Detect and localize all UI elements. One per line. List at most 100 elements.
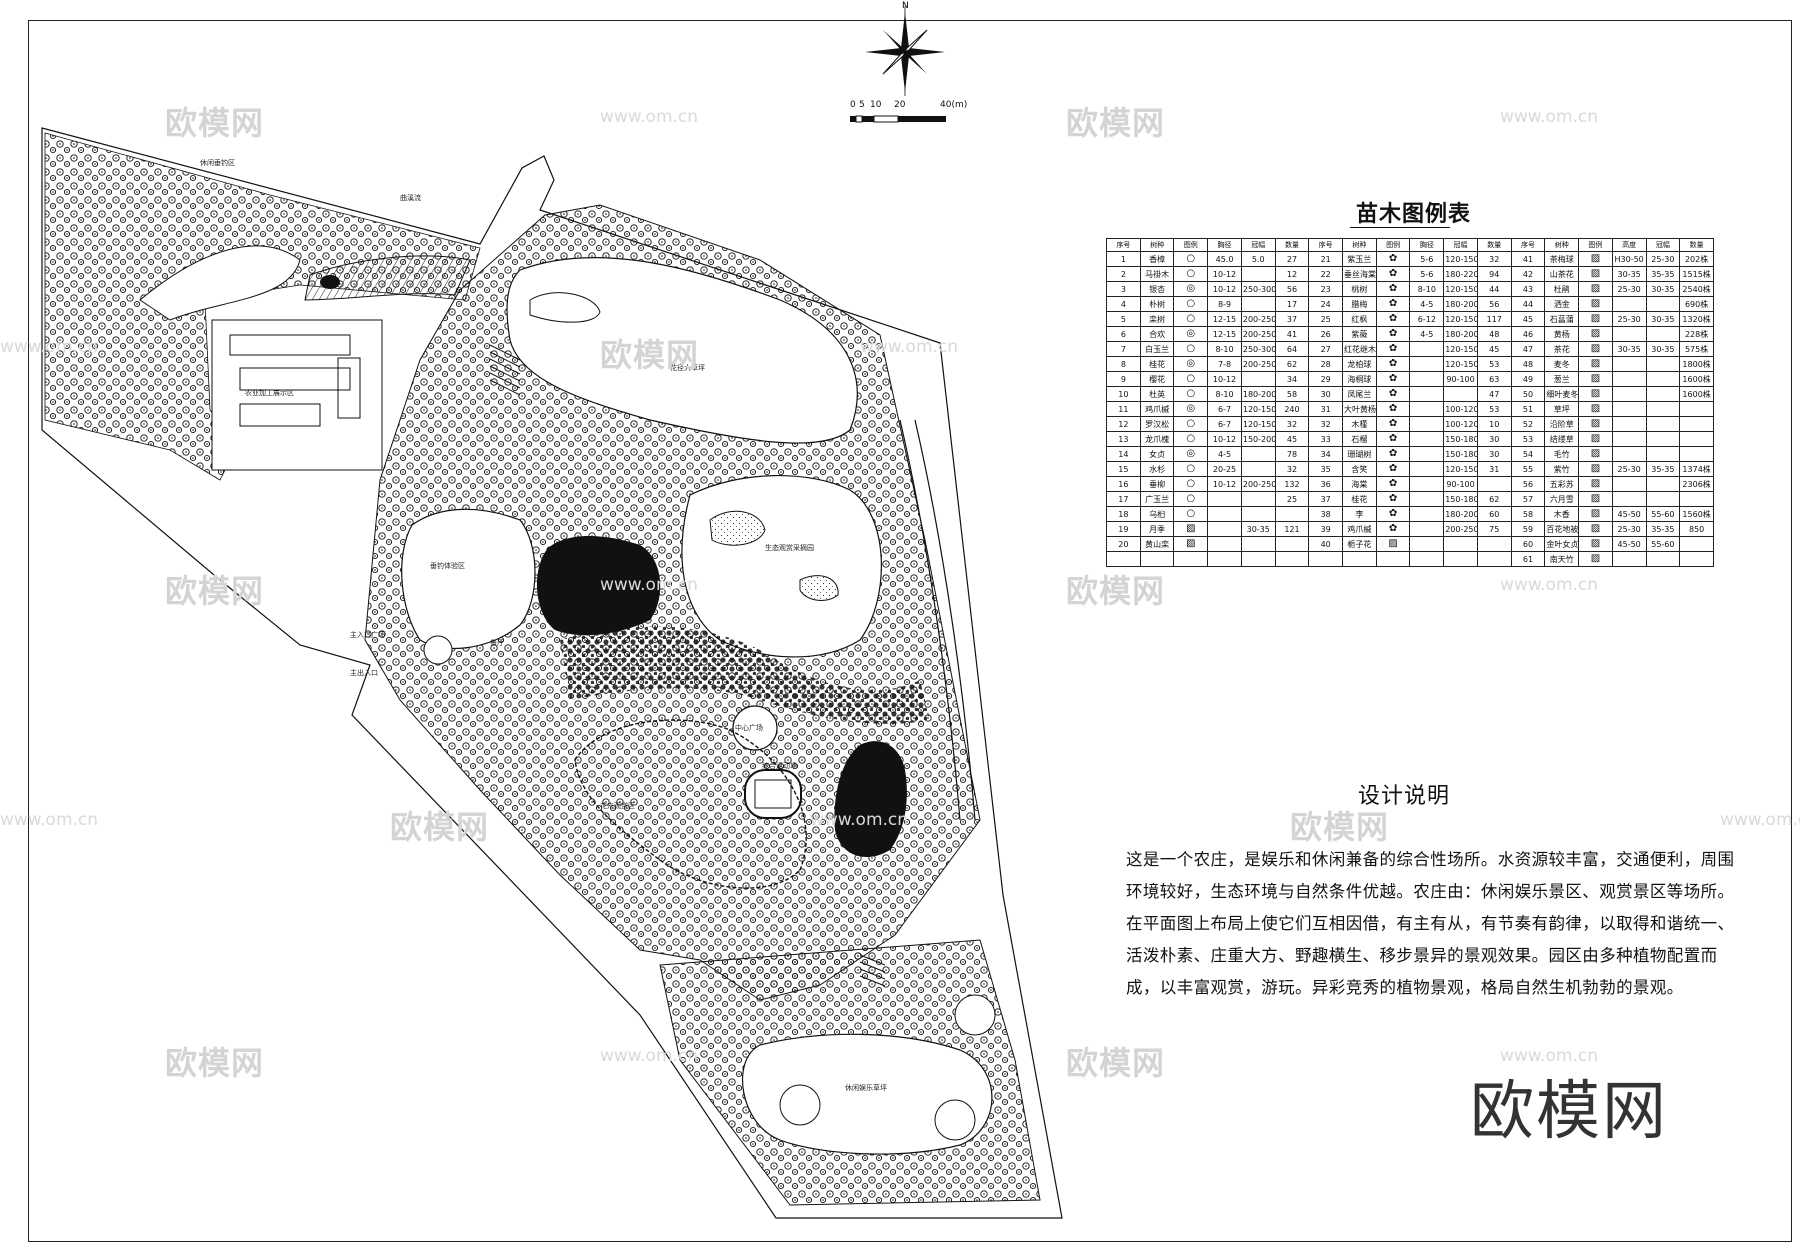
plant-symbol-icon: ▨	[1590, 508, 1601, 519]
legend-cell: 120-150	[1443, 251, 1478, 267]
legend-cell: 200-250	[1240, 311, 1276, 327]
legend-cell: 6	[1106, 326, 1141, 342]
legend-symbol-icon: ▨	[1578, 551, 1613, 567]
legend-cell: 紫薇	[1342, 326, 1377, 342]
legend-cell	[1409, 371, 1445, 387]
legend-cell: 31	[1308, 401, 1344, 417]
legend-cell: 55	[1510, 461, 1546, 477]
site-boundary	[41, 127, 1063, 1219]
legend-cell: 杜鹃	[1544, 281, 1580, 297]
legend-symbol-icon: ✿	[1375, 386, 1411, 402]
legend-cell: 1600株	[1679, 371, 1714, 387]
legend-cell: 41	[1510, 251, 1546, 267]
middle-lawn	[681, 475, 882, 658]
legend-symbol-icon: ▨	[1578, 536, 1613, 552]
legend-cell: 10-12	[1207, 431, 1242, 447]
legend-cell: 凤尾兰	[1342, 386, 1377, 402]
lower-pond	[834, 741, 907, 858]
legend-cell: 35-35	[1645, 461, 1681, 477]
legend-cell: 10-12	[1207, 266, 1242, 282]
plant-symbol-icon: ○	[1186, 373, 1196, 384]
legend-cell: 150-180	[1443, 431, 1478, 447]
legend-cell: 9	[1106, 371, 1141, 387]
legend-cell: 120-150	[1443, 341, 1478, 357]
legend-cell	[1679, 446, 1714, 462]
legend-cell	[1679, 551, 1714, 567]
label-teahouse: 休闲垂钓区	[200, 158, 235, 167]
plant-symbol-icon: ○	[1186, 313, 1196, 324]
legend-header-cell: 高度	[1611, 238, 1647, 252]
legend-cell	[1274, 551, 1310, 567]
legend-cell: 1800株	[1679, 356, 1714, 372]
plant-symbol-icon: ▨	[1590, 538, 1601, 549]
legend-cell: 25-30	[1611, 521, 1647, 537]
legend-title-underline	[1350, 227, 1450, 228]
plant-symbol-icon: ▨	[1590, 358, 1601, 369]
legend-cell: 4-5	[1409, 296, 1445, 312]
legend-cell: 栀子花	[1342, 536, 1377, 552]
legend-cell: 李	[1342, 506, 1377, 522]
legend-symbol-icon: ○	[1173, 296, 1209, 312]
legend-cell: 1515株	[1679, 266, 1714, 282]
legend-cell: 45.0	[1207, 251, 1242, 267]
watermark: www.om.cn	[810, 810, 909, 830]
legend-cell	[1645, 476, 1681, 492]
processing-building	[211, 319, 383, 471]
legend-cell	[1611, 476, 1647, 492]
legend-cell: 10	[1476, 416, 1512, 432]
legend-cell: 59	[1510, 521, 1546, 537]
legend-cell	[1409, 536, 1445, 552]
legend-symbol-icon: ✿	[1375, 461, 1411, 477]
legend-symbol-icon: ▨	[1578, 326, 1613, 342]
legend-cell: 51	[1510, 401, 1546, 417]
plant-symbol-icon: ✿	[1388, 298, 1398, 309]
legend-cell	[1645, 371, 1681, 387]
plant-symbol-icon: ▨	[1590, 478, 1601, 489]
plant-symbol-icon: ○	[1186, 418, 1196, 429]
legend-cell	[1611, 416, 1647, 432]
legend-cell: 120-150	[1443, 461, 1478, 477]
legend-symbol-icon: ○	[1173, 461, 1209, 477]
legend-cell: 栾树	[1139, 311, 1175, 327]
legend-cell	[1409, 521, 1445, 537]
legend-cell: 100-120	[1443, 416, 1478, 432]
legend-cell: 12-15	[1207, 311, 1242, 327]
legend-header-cell: 胸径	[1409, 238, 1445, 252]
legend-symbol-icon: ✿	[1375, 281, 1411, 297]
legend-cell: 49	[1510, 371, 1546, 387]
legend-cell: 桂花	[1342, 491, 1377, 507]
legend-cell: 25-30	[1645, 251, 1681, 267]
legend-cell	[1240, 446, 1276, 462]
plant-symbol-icon: ◎	[1186, 358, 1196, 369]
legend-symbol-icon: ✿	[1375, 371, 1411, 387]
legend-cell: 海棠	[1342, 476, 1377, 492]
legend-cell	[1409, 431, 1445, 447]
legend-cell: 150-180	[1443, 446, 1478, 462]
legend-cell	[1476, 476, 1512, 492]
legend-cell: 34	[1308, 446, 1344, 462]
legend-cell: 55-60	[1645, 536, 1681, 552]
legend-cell: 含笑	[1342, 461, 1377, 477]
legend-cell: 4-5	[1409, 326, 1445, 342]
legend-cell: 1374株	[1679, 461, 1714, 477]
legend-cell: 25-30	[1611, 281, 1647, 297]
legend-cell: 13	[1106, 431, 1141, 447]
legend-header-cell: 树种	[1544, 238, 1580, 252]
legend-symbol-icon: ▨	[1578, 386, 1613, 402]
plant-symbol-icon: ▨	[1590, 298, 1601, 309]
legend-cell: 45-50	[1611, 536, 1647, 552]
watermark: 欧模网	[600, 336, 700, 374]
legend-cell	[1308, 551, 1344, 567]
plant-symbol-icon: ◎	[1186, 283, 1196, 294]
legend-cell: 120-150	[1443, 281, 1478, 297]
legend-symbol-icon: ○	[1173, 251, 1209, 267]
legend-cell	[1409, 356, 1445, 372]
legend-cell	[1106, 551, 1141, 567]
legend-cell: 34	[1274, 371, 1310, 387]
label-processing: 农业加工展示区	[245, 388, 294, 397]
legend-cell	[1240, 296, 1276, 312]
legend-cell: 洒金	[1544, 296, 1580, 312]
